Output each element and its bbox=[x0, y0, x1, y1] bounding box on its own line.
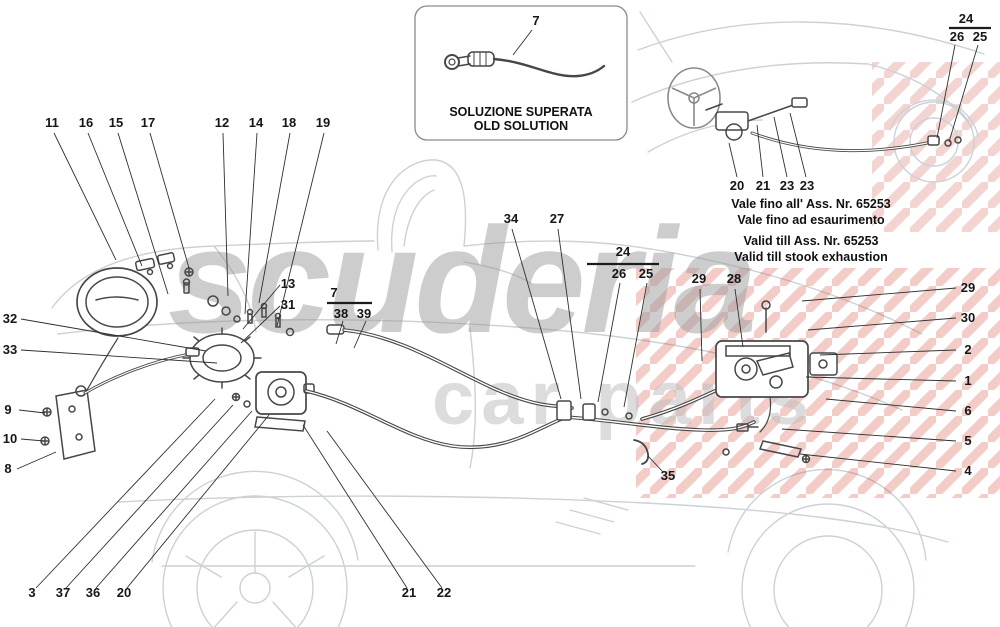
left-bracket-assembly bbox=[40, 337, 200, 460]
callout-label: 11 bbox=[45, 115, 59, 130]
mechanism-components bbox=[40, 252, 838, 465]
callout-label: 18 bbox=[282, 115, 296, 130]
callout-label: 4 bbox=[964, 463, 972, 478]
group-brackets bbox=[327, 262, 659, 305]
old-solution-inset-border bbox=[414, 5, 628, 141]
callout-label: 19 bbox=[316, 115, 330, 130]
callout-label: 32 bbox=[3, 311, 17, 326]
validity-notes: Vale fino all' Ass. Nr. 65253 Vale fino … bbox=[731, 197, 891, 264]
fuel-filler-flap bbox=[76, 267, 158, 337]
callout-label: 16 bbox=[79, 115, 93, 130]
callout-label: 3 bbox=[28, 585, 35, 600]
callout-label: 7 bbox=[330, 285, 337, 300]
callout-label: 2 bbox=[964, 342, 971, 357]
validity-leaders bbox=[728, 44, 979, 178]
validity-callouts: 24 26 25 20 21 23 23 bbox=[730, 11, 987, 193]
validity-note-line: Vale fino ad esaurimento bbox=[737, 213, 885, 227]
callout-label: 1 bbox=[964, 373, 971, 388]
callout-label: 30 bbox=[961, 310, 975, 325]
callout-label: 36 bbox=[86, 585, 100, 600]
callout-label: 13 bbox=[281, 276, 295, 291]
callout-label: 14 bbox=[249, 115, 264, 130]
callout-label: 26 bbox=[950, 29, 964, 44]
watermark-brand: scuderia bbox=[168, 196, 754, 364]
flap-latch-pins bbox=[207, 295, 295, 337]
callout-label: 12 bbox=[215, 115, 229, 130]
old-cable-drawing bbox=[444, 51, 606, 78]
callout-label: 26 bbox=[612, 266, 626, 281]
callout-label: 23 bbox=[780, 178, 794, 193]
leader-lines bbox=[16, 132, 957, 589]
callout-label: 21 bbox=[756, 178, 770, 193]
callout-label: 25 bbox=[973, 29, 987, 44]
old-solution-title-italian: SOLUZIONE SUPERATA bbox=[449, 105, 592, 119]
old-solution-leader bbox=[512, 29, 533, 56]
callout-label: 37 bbox=[56, 585, 70, 600]
callout-label: 20 bbox=[117, 585, 131, 600]
callout-label: 29 bbox=[961, 280, 975, 295]
filler-housing-ring bbox=[182, 327, 262, 389]
watermark: scuderia car parts bbox=[168, 62, 1000, 498]
callout-label: 29 bbox=[692, 271, 706, 286]
callout-label: 17 bbox=[141, 115, 155, 130]
validity-note-line: Valid till Ass. Nr. 65253 bbox=[743, 234, 878, 248]
callout-label: 21 bbox=[402, 585, 416, 600]
callout-label: 10 bbox=[3, 431, 17, 446]
cable-clamps bbox=[556, 400, 650, 465]
engine-lid-latch bbox=[715, 300, 838, 464]
callout-label: 35 bbox=[661, 468, 675, 483]
callout-label: 25 bbox=[639, 266, 653, 281]
flap-actuator bbox=[231, 371, 315, 432]
validity-inset: 24 26 25 20 21 23 23 Vale fino all' Ass.… bbox=[631, 11, 991, 264]
callout-label: 8 bbox=[4, 461, 11, 476]
callout-label: 15 bbox=[109, 115, 123, 130]
callout-label: 24 bbox=[959, 11, 974, 26]
callout-label: 9 bbox=[4, 402, 11, 417]
callout-label: 23 bbox=[800, 178, 814, 193]
red-stripes-main bbox=[636, 268, 1000, 498]
callout-label: 31 bbox=[281, 297, 295, 312]
callout-label: 27 bbox=[550, 211, 564, 226]
callout-label: 28 bbox=[727, 271, 741, 286]
callout-label: 6 bbox=[964, 403, 971, 418]
old-solution-inset: 7 SOLUZIONE SUPERATA OLD SOLUTION bbox=[414, 5, 628, 141]
validity-note-line: Vale fino all' Ass. Nr. 65253 bbox=[731, 197, 891, 211]
callout-label: 33 bbox=[3, 342, 17, 357]
validity-mechanism bbox=[705, 97, 962, 153]
callout-label: 5 bbox=[964, 433, 971, 448]
callout-label: 24 bbox=[616, 244, 631, 259]
validity-car-sketch bbox=[631, 11, 985, 183]
callout-label: 20 bbox=[730, 178, 744, 193]
callout-label: 38 bbox=[334, 306, 348, 321]
steering-wheel-sketch bbox=[667, 67, 721, 129]
validity-note-line: Valid till stook exhaustion bbox=[734, 250, 888, 264]
old-solution-title-english: OLD SOLUTION bbox=[474, 119, 568, 133]
main-callouts: 11 16 15 17 12 14 18 19 13 31 7 38 39 34… bbox=[3, 115, 975, 600]
callout-label: 34 bbox=[504, 211, 519, 226]
old-solution-callout: 7 bbox=[532, 13, 539, 28]
callout-label: 39 bbox=[357, 306, 371, 321]
callout-label: 22 bbox=[437, 585, 451, 600]
